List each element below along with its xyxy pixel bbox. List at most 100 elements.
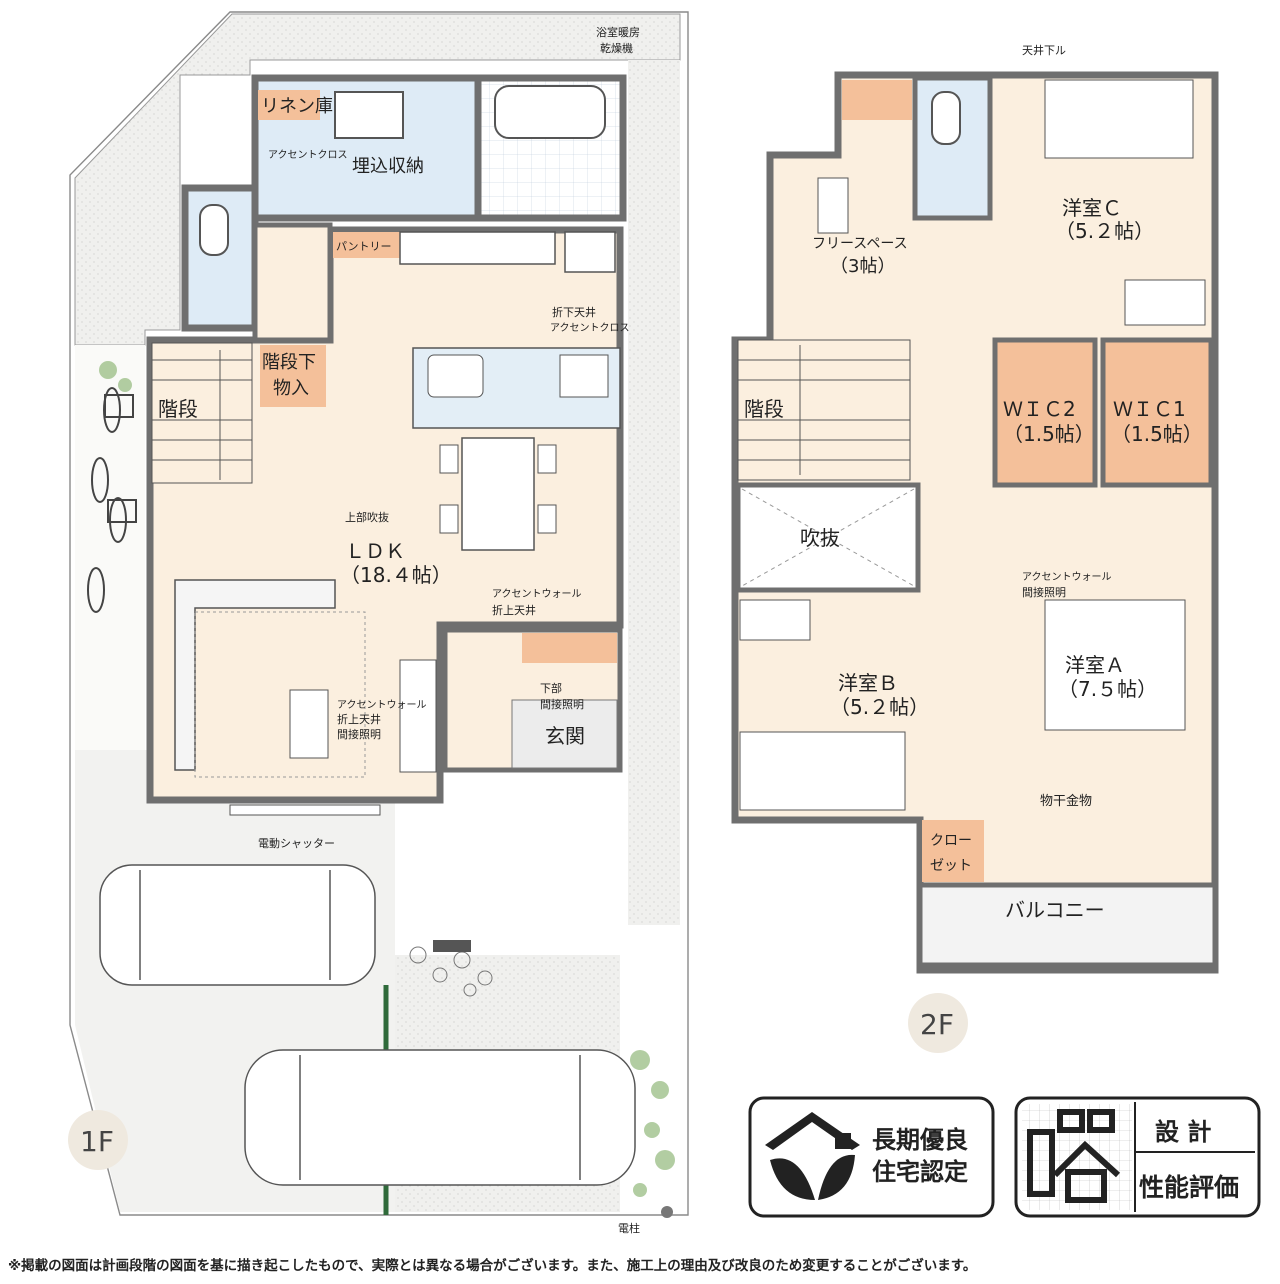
label-closet-2: ゼット <box>930 858 972 874</box>
label-entrance: 玄関 <box>545 724 585 748</box>
sink <box>427 354 484 398</box>
label-living-accent-2: 折上天井 <box>337 712 381 726</box>
stairs-2f <box>737 339 911 481</box>
wic1 <box>1100 337 1214 488</box>
label-closet-1: クロー <box>930 833 972 849</box>
closet-2f <box>922 820 984 882</box>
room-b-bed <box>739 731 906 811</box>
label-accent-wall-2f-2: 間接照明 <box>1022 586 1066 599</box>
label-room-b-size: （5.２帖） <box>830 695 929 719</box>
west-path <box>75 345 145 750</box>
free-space-desk <box>817 177 849 234</box>
label-pantry: パントリー <box>336 240 392 253</box>
badge-performance-line2: 性能評価 <box>1139 1173 1239 1202</box>
shutter-bar <box>229 804 381 816</box>
label-ldk: ＬＤＫ <box>345 539 405 563</box>
bathtub <box>494 85 606 139</box>
living-rug <box>194 611 366 778</box>
room-c-bed <box>1044 79 1194 159</box>
label-wic1-size: （1.5帖） <box>1111 422 1203 446</box>
labels-2f: 天井下ル フリースペース （3帖） 洋室Ｃ （5.２帖） 階段 ＷＩＣ2 （1.… <box>744 43 1203 1053</box>
car-icon <box>99 864 636 1186</box>
mailbox <box>433 940 471 952</box>
label-shutter: 電動シャッター <box>258 836 335 850</box>
label-living-accent-1: アクセントウォール <box>337 699 427 711</box>
hall-1f <box>252 222 333 343</box>
house-grid-icon <box>1027 1109 1121 1203</box>
stairs-1f <box>151 342 253 484</box>
toilet-bowl <box>199 204 229 256</box>
footer-note: ※掲載の図面は計画段階の図面を基に描き起こしたもので、実際とは異なる場合がござい… <box>8 1257 976 1274</box>
room-b-desk <box>739 599 811 641</box>
label-drying-hardware: 物干金物 <box>1040 793 1092 809</box>
pantry <box>333 232 401 258</box>
label-room-c: 洋室Ｃ <box>1062 196 1122 220</box>
label-floor-2f: 2F <box>920 1008 954 1041</box>
label-ceiling-lower: 天井下ル <box>1022 43 1066 57</box>
kitchen-back-counter <box>399 231 556 265</box>
north-garden <box>74 13 681 346</box>
label-free-space: フリースペース <box>812 236 908 252</box>
floor-badge-1f <box>68 1110 128 1170</box>
label-accent-wall-2f-1: アクセントウォール <box>1022 571 1112 583</box>
label-accent-wall-ceiling-2: 折上天井 <box>492 603 536 617</box>
label-folded-ceiling-2: アクセントクロス <box>550 322 630 334</box>
room-a-bed <box>1044 599 1186 731</box>
sofa <box>174 579 336 771</box>
label-stairs-2f: 階段 <box>744 397 784 421</box>
label-built-in-storage: 埋込収納 <box>352 156 424 177</box>
badge-long-term: 長期優良 住宅認定 <box>748 1096 995 1218</box>
room-c-desk <box>1124 279 1206 326</box>
label-room-c-size: （5.２帖） <box>1055 219 1154 243</box>
dining-chairs <box>439 444 557 534</box>
shoe-storage <box>522 633 617 663</box>
east-path <box>628 60 680 925</box>
label-ldk-size: （18.４帖） <box>340 563 452 587</box>
label-stairs-1f: 階段 <box>158 397 198 421</box>
label-room-a-size: （7.５帖） <box>1058 677 1157 701</box>
badge-long-term-line2: 住宅認定 <box>872 1158 968 1186</box>
label-lower-lighting-2: 間接照明 <box>540 698 584 711</box>
label-under-stair-2: 物入 <box>273 378 309 399</box>
label-linen: リネン庫 <box>261 96 333 117</box>
storage-2f-top <box>842 80 912 120</box>
label-floor-1f: 1F <box>80 1125 114 1158</box>
genkan-floor <box>511 699 618 769</box>
bicycle-icon <box>87 387 137 613</box>
label-wic2: ＷＩＣ2 <box>1003 397 1076 421</box>
house-leaf-icon <box>765 1112 860 1200</box>
floor-1f <box>69 11 689 1218</box>
floor-2f <box>731 71 1219 974</box>
linen-storage <box>258 90 320 120</box>
label-lower-lighting-1: 下部 <box>540 681 562 695</box>
label-free-space-size: （3帖） <box>830 256 895 277</box>
label-room-b: 洋室Ｂ <box>838 671 898 695</box>
stairs-2f-steps <box>738 345 910 475</box>
label-wic1: ＷＩＣ1 <box>1113 397 1186 421</box>
toilet-2f-bowl <box>931 91 961 145</box>
tv-board <box>399 659 437 773</box>
label-bath-dryer-2: 乾燥機 <box>600 41 633 55</box>
badge-long-term-line1: 長期優良 <box>872 1126 968 1154</box>
label-wic2-size: （1.5帖） <box>1003 422 1095 446</box>
label-balcony: バルコニー <box>1005 898 1105 922</box>
under-stair-storage <box>260 345 326 407</box>
label-void-above: 上部吹抜 <box>345 510 389 524</box>
stove <box>559 354 609 398</box>
label-bath-dryer-1: 浴室暖房 <box>596 25 640 39</box>
label-accent-cloth-bath: アクセントクロス <box>268 149 348 161</box>
label-room-a: 洋室Ａ <box>1065 653 1125 677</box>
badge-performance: 設 計 性能評価 <box>1014 1096 1261 1218</box>
label-under-stair-1: 階段下 <box>262 352 316 373</box>
balcony <box>917 882 1218 968</box>
labels-1f: リネン庫 アクセントクロス 埋込収納 浴室暖房 乾燥機 パントリー 折下天井 ア… <box>68 25 640 1235</box>
stepping-stones <box>409 946 493 997</box>
badge-performance-line1: 設 計 <box>1155 1118 1211 1146</box>
sink-unit <box>334 91 404 139</box>
floor-badge-2f <box>908 993 968 1053</box>
label-accent-wall-ceiling-1: アクセントウォール <box>492 588 582 600</box>
label-pole: 電柱 <box>618 1221 640 1235</box>
wic2 <box>992 337 1098 488</box>
